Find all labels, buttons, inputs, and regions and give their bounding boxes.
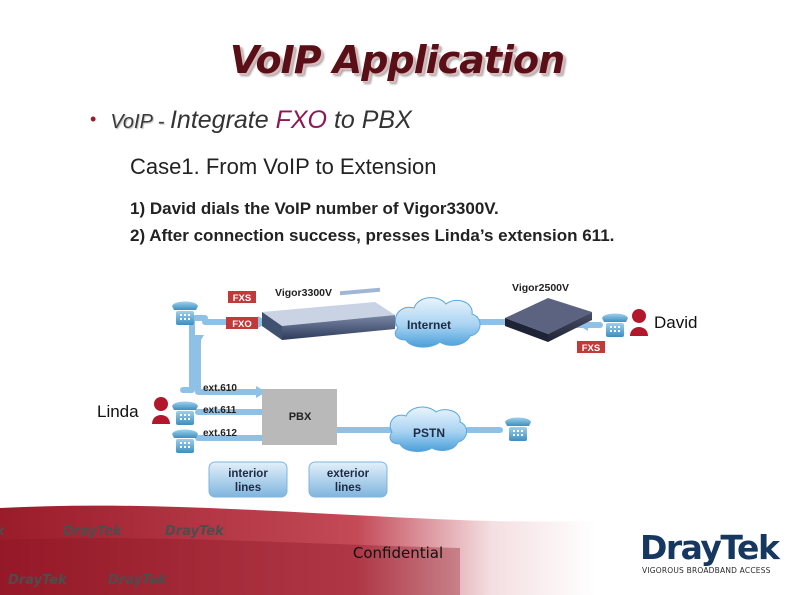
network-diagram: FXS FXO Vigor3300V Internet Vigor2500V F…	[97, 282, 697, 498]
tag-background	[226, 317, 258, 329]
tag-background	[228, 291, 256, 303]
phone-icon	[172, 301, 198, 325]
ext610-label: ext.610	[203, 383, 237, 394]
bullet-fxo: FXO	[275, 106, 328, 134]
step-1: 1) David dials the VoIP number of Vigor3…	[130, 199, 499, 218]
vigor2500-router-icon	[505, 298, 592, 342]
footer-band	[0, 500, 794, 595]
bullet-integrate: Integrate	[169, 106, 276, 134]
watermark-logo: DrayTek	[108, 573, 167, 588]
tag-fxs-right: FXS	[577, 341, 605, 354]
ext611-label: ext.611	[203, 405, 237, 416]
exterior-line1: exterior	[327, 468, 370, 480]
bullet-rest: to PBX	[327, 106, 412, 134]
interior-lines-pill: interior lines	[208, 461, 288, 498]
tag-fxo-left-text: FXO	[232, 319, 252, 330]
person-icon-david	[630, 309, 648, 336]
step-2: 2) After connection success, presses Lin…	[130, 226, 615, 245]
watermark-logo: k	[0, 524, 5, 539]
confidential-label: Confidential	[352, 544, 444, 562]
vigor3300-label: Vigor3300V	[275, 287, 332, 299]
watermark-logo: DrayTek	[8, 573, 67, 588]
vigor2500-label: Vigor2500V	[512, 282, 569, 294]
linda-label: Linda	[97, 402, 139, 421]
tag-background	[577, 341, 605, 353]
ext612-label: ext.612	[203, 428, 237, 439]
brand-tagline: VIGOROUS BROADBAND ACCESS	[642, 566, 771, 575]
internet-label: Internet	[407, 318, 451, 332]
tag-fxs-right-text: FXS	[582, 343, 600, 354]
line-fxo-pbx-610	[195, 337, 265, 395]
bullet-dash: -	[152, 111, 170, 133]
pstn-cloud: PSTN	[389, 406, 467, 452]
tag-fxs-left: FXS	[228, 291, 256, 304]
exterior-lines-pill: exterior lines	[308, 461, 388, 498]
phone-icon	[505, 417, 531, 441]
arrow-icon	[256, 386, 266, 398]
pstn-label: PSTN	[413, 426, 445, 440]
bullet-dot-icon: •	[90, 109, 97, 129]
pbx-label: PBX	[289, 411, 312, 423]
watermark-logo: DrayTek	[165, 524, 224, 539]
phone-icon	[172, 429, 198, 453]
case-heading: Case1. From VoIP to Extension	[130, 154, 437, 179]
internet-cloud: Internet	[394, 297, 481, 348]
exterior-line2: lines	[335, 482, 361, 494]
slide-title: VoIP Application	[229, 38, 565, 82]
tag-fxo-left: FXO	[226, 317, 258, 330]
bullet-voip: VoIP	[110, 111, 153, 133]
tag-fxs-left-text: FXS	[233, 293, 251, 304]
vigor3300-router-icon	[262, 287, 395, 340]
pbx-box	[262, 389, 337, 445]
line-fxs-loop	[180, 315, 208, 393]
person-icon-linda	[152, 397, 170, 424]
phone-icon	[172, 401, 198, 425]
footer-background	[0, 505, 794, 595]
bullet-point: • VoIP - Integrate FXO to PBX	[90, 106, 412, 135]
interior-line1: interior	[228, 468, 268, 480]
watermark-logo: DrayTek	[63, 524, 122, 539]
arrow-icon	[192, 335, 204, 345]
interior-line2: lines	[235, 482, 261, 494]
draytek-logo: DrayTek	[640, 528, 780, 567]
phone-icon	[602, 313, 628, 337]
david-label: David	[654, 313, 697, 332]
